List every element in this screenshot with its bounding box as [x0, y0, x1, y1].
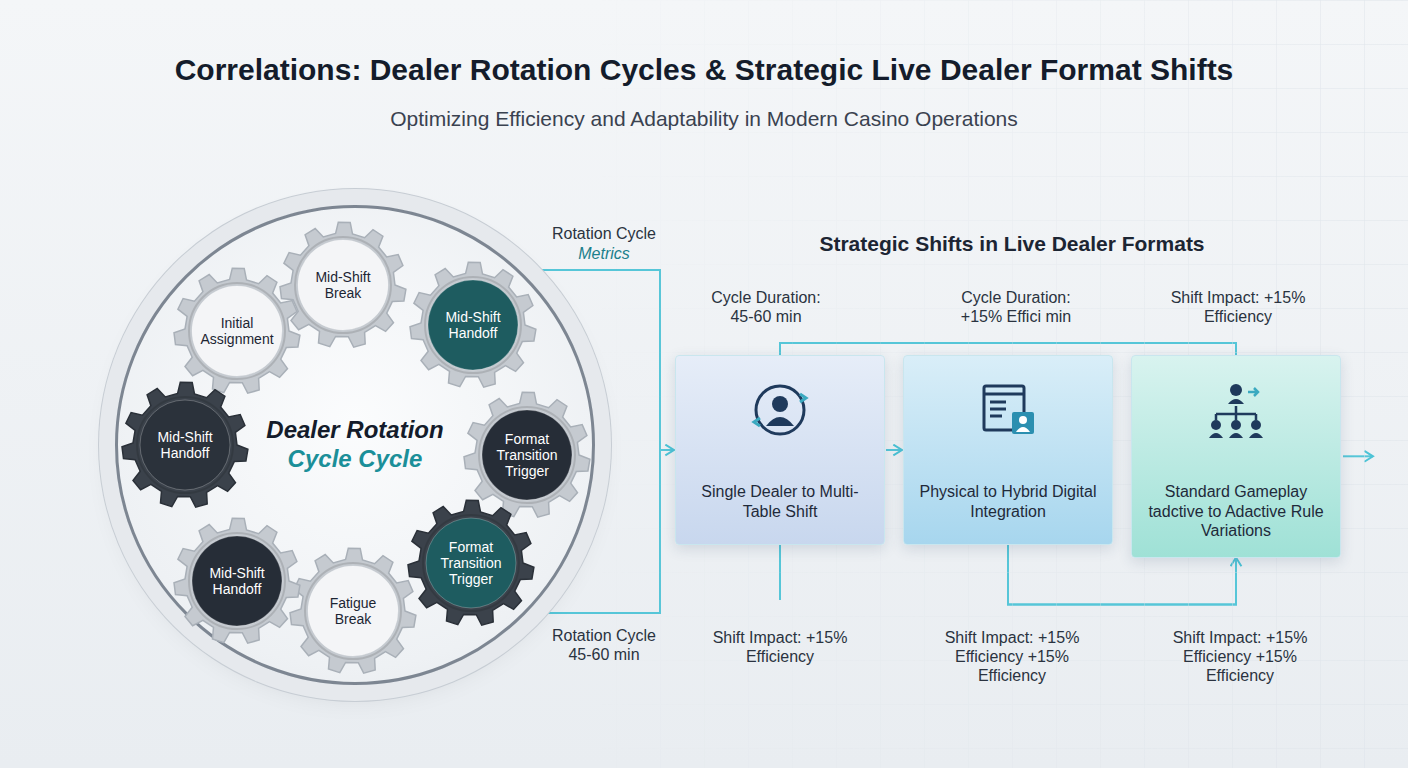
gear-node: Fatigue Break: [288, 546, 418, 676]
gear-node: Format Transition Trigger: [406, 498, 536, 628]
gear-ring: [137, 397, 233, 493]
subtitle: Optimizing Efficiency and Adaptability i…: [54, 106, 1354, 131]
shift-box: Standard Gameplay tadctive to Adactive R…: [1131, 355, 1341, 558]
gear-hub: [426, 518, 516, 608]
gear-label: Initial Assignment: [195, 315, 279, 347]
gear-ring: [305, 563, 401, 659]
metric-label: Cycle Duration: +15% Effici min: [946, 288, 1086, 326]
box-icon: [748, 378, 812, 442]
cycle-title-line: Dealer Rotation: [266, 416, 443, 445]
box-icon: [976, 378, 1040, 442]
gear-teeth: [280, 222, 406, 347]
gear-teeth: [290, 548, 416, 673]
shift-box: Single Dealer to Multi-Table Shift: [675, 355, 885, 545]
box-label: Physical to Hybrid Digital Integration: [916, 482, 1100, 521]
gear-ring: [295, 237, 391, 333]
cycle-center-text: Dealer RotationCycle Cycle: [266, 416, 443, 474]
gear-label: Format Transition Trigger: [429, 539, 513, 587]
gear-ring: [423, 515, 519, 611]
gear-node: Mid-Shift Break: [278, 220, 408, 350]
metric-label: Rotation Cycle: [529, 224, 679, 243]
box-icon: [1204, 378, 1268, 442]
gear-node: Mid-Shift Handoff: [408, 260, 538, 390]
box-label: Single Dealer to Multi-Table Shift: [688, 482, 872, 521]
gear-teeth: [122, 382, 248, 507]
cycle-title-line: Cycle Cycle: [266, 445, 443, 474]
cycle-circle: Dealer RotationCycle Cycle Initial Assign…: [115, 205, 595, 685]
shift-box: Physical to Hybrid Digital Integration: [903, 355, 1113, 545]
gear-ring: [425, 277, 521, 373]
gear-ring: [479, 407, 575, 503]
gear-teeth: [408, 500, 534, 625]
gear-teeth: [464, 392, 590, 517]
gear-hub: [298, 240, 388, 330]
gear-hub: [192, 536, 282, 626]
metric-label: Metrics: [529, 244, 679, 263]
gear-label: Mid-Shift Break: [301, 269, 385, 301]
gear-node: Format Transition Trigger: [462, 390, 592, 520]
section-heading: Strategic Shifts in Live Dealer Formats: [742, 231, 1282, 256]
gear-label: Fatigue Break: [311, 595, 395, 627]
gear-hub: [192, 286, 282, 376]
metric-label: Cycle Duration: 45-60 min: [701, 288, 831, 326]
metric-label: Rotation Cycle 45-60 min: [539, 626, 669, 664]
gear-hub: [140, 400, 230, 490]
gear-ring: [189, 533, 285, 629]
gear-node: Mid-Shift Handoff: [120, 380, 250, 510]
gear-node: Mid-Shift Handoff: [172, 516, 302, 646]
metric-label: Shift Impact: +15% Efficiency +15% Effic…: [1170, 628, 1310, 686]
gear-label: Mid-Shift Handoff: [143, 429, 227, 461]
metric-label: Shift Impact: +15% Efficiency +15% Effic…: [942, 628, 1082, 686]
metric-label: Shift Impact: +15% Efficiency: [1168, 288, 1308, 326]
gear-label: Mid-Shift Handoff: [431, 309, 515, 341]
gear-hub: [482, 410, 572, 500]
gear-hub: [428, 280, 518, 370]
gear-ring: [189, 283, 285, 379]
box-label: Standard Gameplay tadctive to Adactive R…: [1144, 482, 1328, 541]
gear-teeth: [410, 262, 536, 387]
gear-teeth: [174, 518, 300, 643]
gear-label: Format Transition Trigger: [485, 431, 569, 479]
gear-label: Mid-Shift Handoff: [195, 565, 279, 597]
metric-label: Shift Impact: +15% Efficiency: [710, 628, 850, 666]
gear-hub: [308, 566, 398, 656]
diagram-title: Correlations: Dealer Rotation Cycles & S…: [0, 52, 1408, 88]
